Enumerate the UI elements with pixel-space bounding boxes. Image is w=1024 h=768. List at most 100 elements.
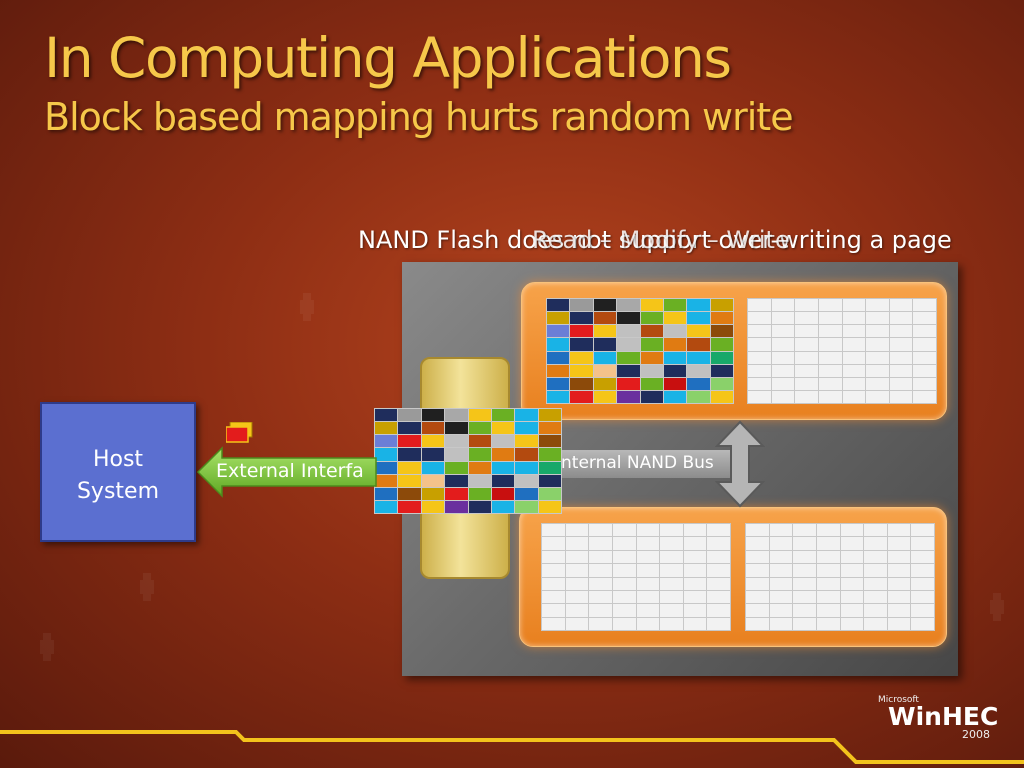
nand-page <box>771 377 795 390</box>
nand-page <box>593 299 617 312</box>
bus-double-arrow-icon <box>715 420 765 508</box>
nand-page <box>887 577 911 590</box>
nand-page <box>748 338 771 351</box>
nand-page <box>617 299 640 312</box>
nand-page <box>375 409 398 422</box>
nand-page <box>542 604 565 617</box>
nand-page <box>445 448 468 461</box>
nand-page <box>710 390 733 403</box>
nand-page <box>445 435 468 448</box>
nand-page <box>660 617 683 630</box>
nand-page <box>538 474 561 487</box>
nand-page <box>421 461 445 474</box>
nand-page <box>795 351 818 364</box>
nand-page <box>769 550 793 564</box>
footer-accent-line <box>0 730 1024 764</box>
nand-page <box>538 422 561 435</box>
nand-page <box>515 487 538 500</box>
nand-page <box>547 364 570 377</box>
nand-page <box>612 564 636 577</box>
nand-page <box>640 325 663 338</box>
nand-page <box>683 524 707 537</box>
nand-page <box>660 524 683 537</box>
nand-page <box>913 325 936 338</box>
nand-page <box>707 550 730 564</box>
nand-page <box>617 377 640 390</box>
nand-page <box>793 617 816 630</box>
nand-page <box>468 461 491 474</box>
nand-page <box>570 390 593 403</box>
nand-page <box>911 564 934 577</box>
nand-page <box>515 422 538 435</box>
nand-page <box>538 448 561 461</box>
nand-page <box>707 590 730 604</box>
nand-page <box>866 338 889 351</box>
nand-page <box>468 500 491 513</box>
nand-page <box>660 550 683 564</box>
nand-page <box>398 487 421 500</box>
nand-page <box>864 537 887 550</box>
caption-read-modify-write: Read – Modify – Write <box>532 226 790 254</box>
nand-page <box>538 461 561 474</box>
nand-page <box>710 377 733 390</box>
nand-page <box>746 577 769 590</box>
nand-page <box>707 577 730 590</box>
nand-page <box>911 617 934 630</box>
nand-page <box>375 435 398 448</box>
nand-page <box>866 312 889 325</box>
nand-page <box>842 364 866 377</box>
nand-page <box>842 312 866 325</box>
nand-page <box>842 299 866 312</box>
nand-page <box>771 312 795 325</box>
nand-page <box>660 577 683 590</box>
nand-page <box>710 325 733 338</box>
nand-page <box>589 550 612 564</box>
nand-page <box>593 312 617 325</box>
nand-page <box>421 474 445 487</box>
nand-page <box>570 299 593 312</box>
nand-page <box>687 299 710 312</box>
nand-page <box>468 409 491 422</box>
nand-page <box>491 500 515 513</box>
caption-overwrite: NAND Flash does not support over-writing… <box>358 226 952 254</box>
nand-page <box>565 564 589 577</box>
nand-page <box>795 325 818 338</box>
nand-page <box>593 390 617 403</box>
nand-page <box>842 351 866 364</box>
nand-page <box>840 590 864 604</box>
nand-page <box>707 564 730 577</box>
nand-page <box>570 377 593 390</box>
nand-page <box>818 364 842 377</box>
nand-page <box>816 604 840 617</box>
nand-page <box>769 537 793 550</box>
nand-page <box>570 312 593 325</box>
nand-page <box>421 500 445 513</box>
nand-page <box>866 351 889 364</box>
nand-page <box>840 524 864 537</box>
logo-vendor: Microsoft <box>878 695 919 705</box>
nand-page <box>707 524 730 537</box>
nand-page <box>375 500 398 513</box>
nand-page <box>913 299 936 312</box>
nand-page <box>589 564 612 577</box>
nand-page <box>636 524 660 537</box>
nand-page <box>866 325 889 338</box>
nand-page <box>816 524 840 537</box>
internal-bus-band <box>554 450 746 478</box>
nand-page <box>840 550 864 564</box>
nand-page <box>818 325 842 338</box>
nand-page <box>840 604 864 617</box>
nand-page <box>710 312 733 325</box>
nand-page <box>612 577 636 590</box>
nand-page <box>771 299 795 312</box>
nand-page <box>636 550 660 564</box>
nand-page <box>683 564 707 577</box>
nand-page <box>818 377 842 390</box>
nand-page <box>663 325 687 338</box>
nand-page <box>771 390 795 403</box>
external-interface-label: External Interfa <box>216 460 364 482</box>
nand-page <box>565 577 589 590</box>
nand-page <box>746 604 769 617</box>
nand-page <box>565 590 589 604</box>
nand-page <box>491 422 515 435</box>
